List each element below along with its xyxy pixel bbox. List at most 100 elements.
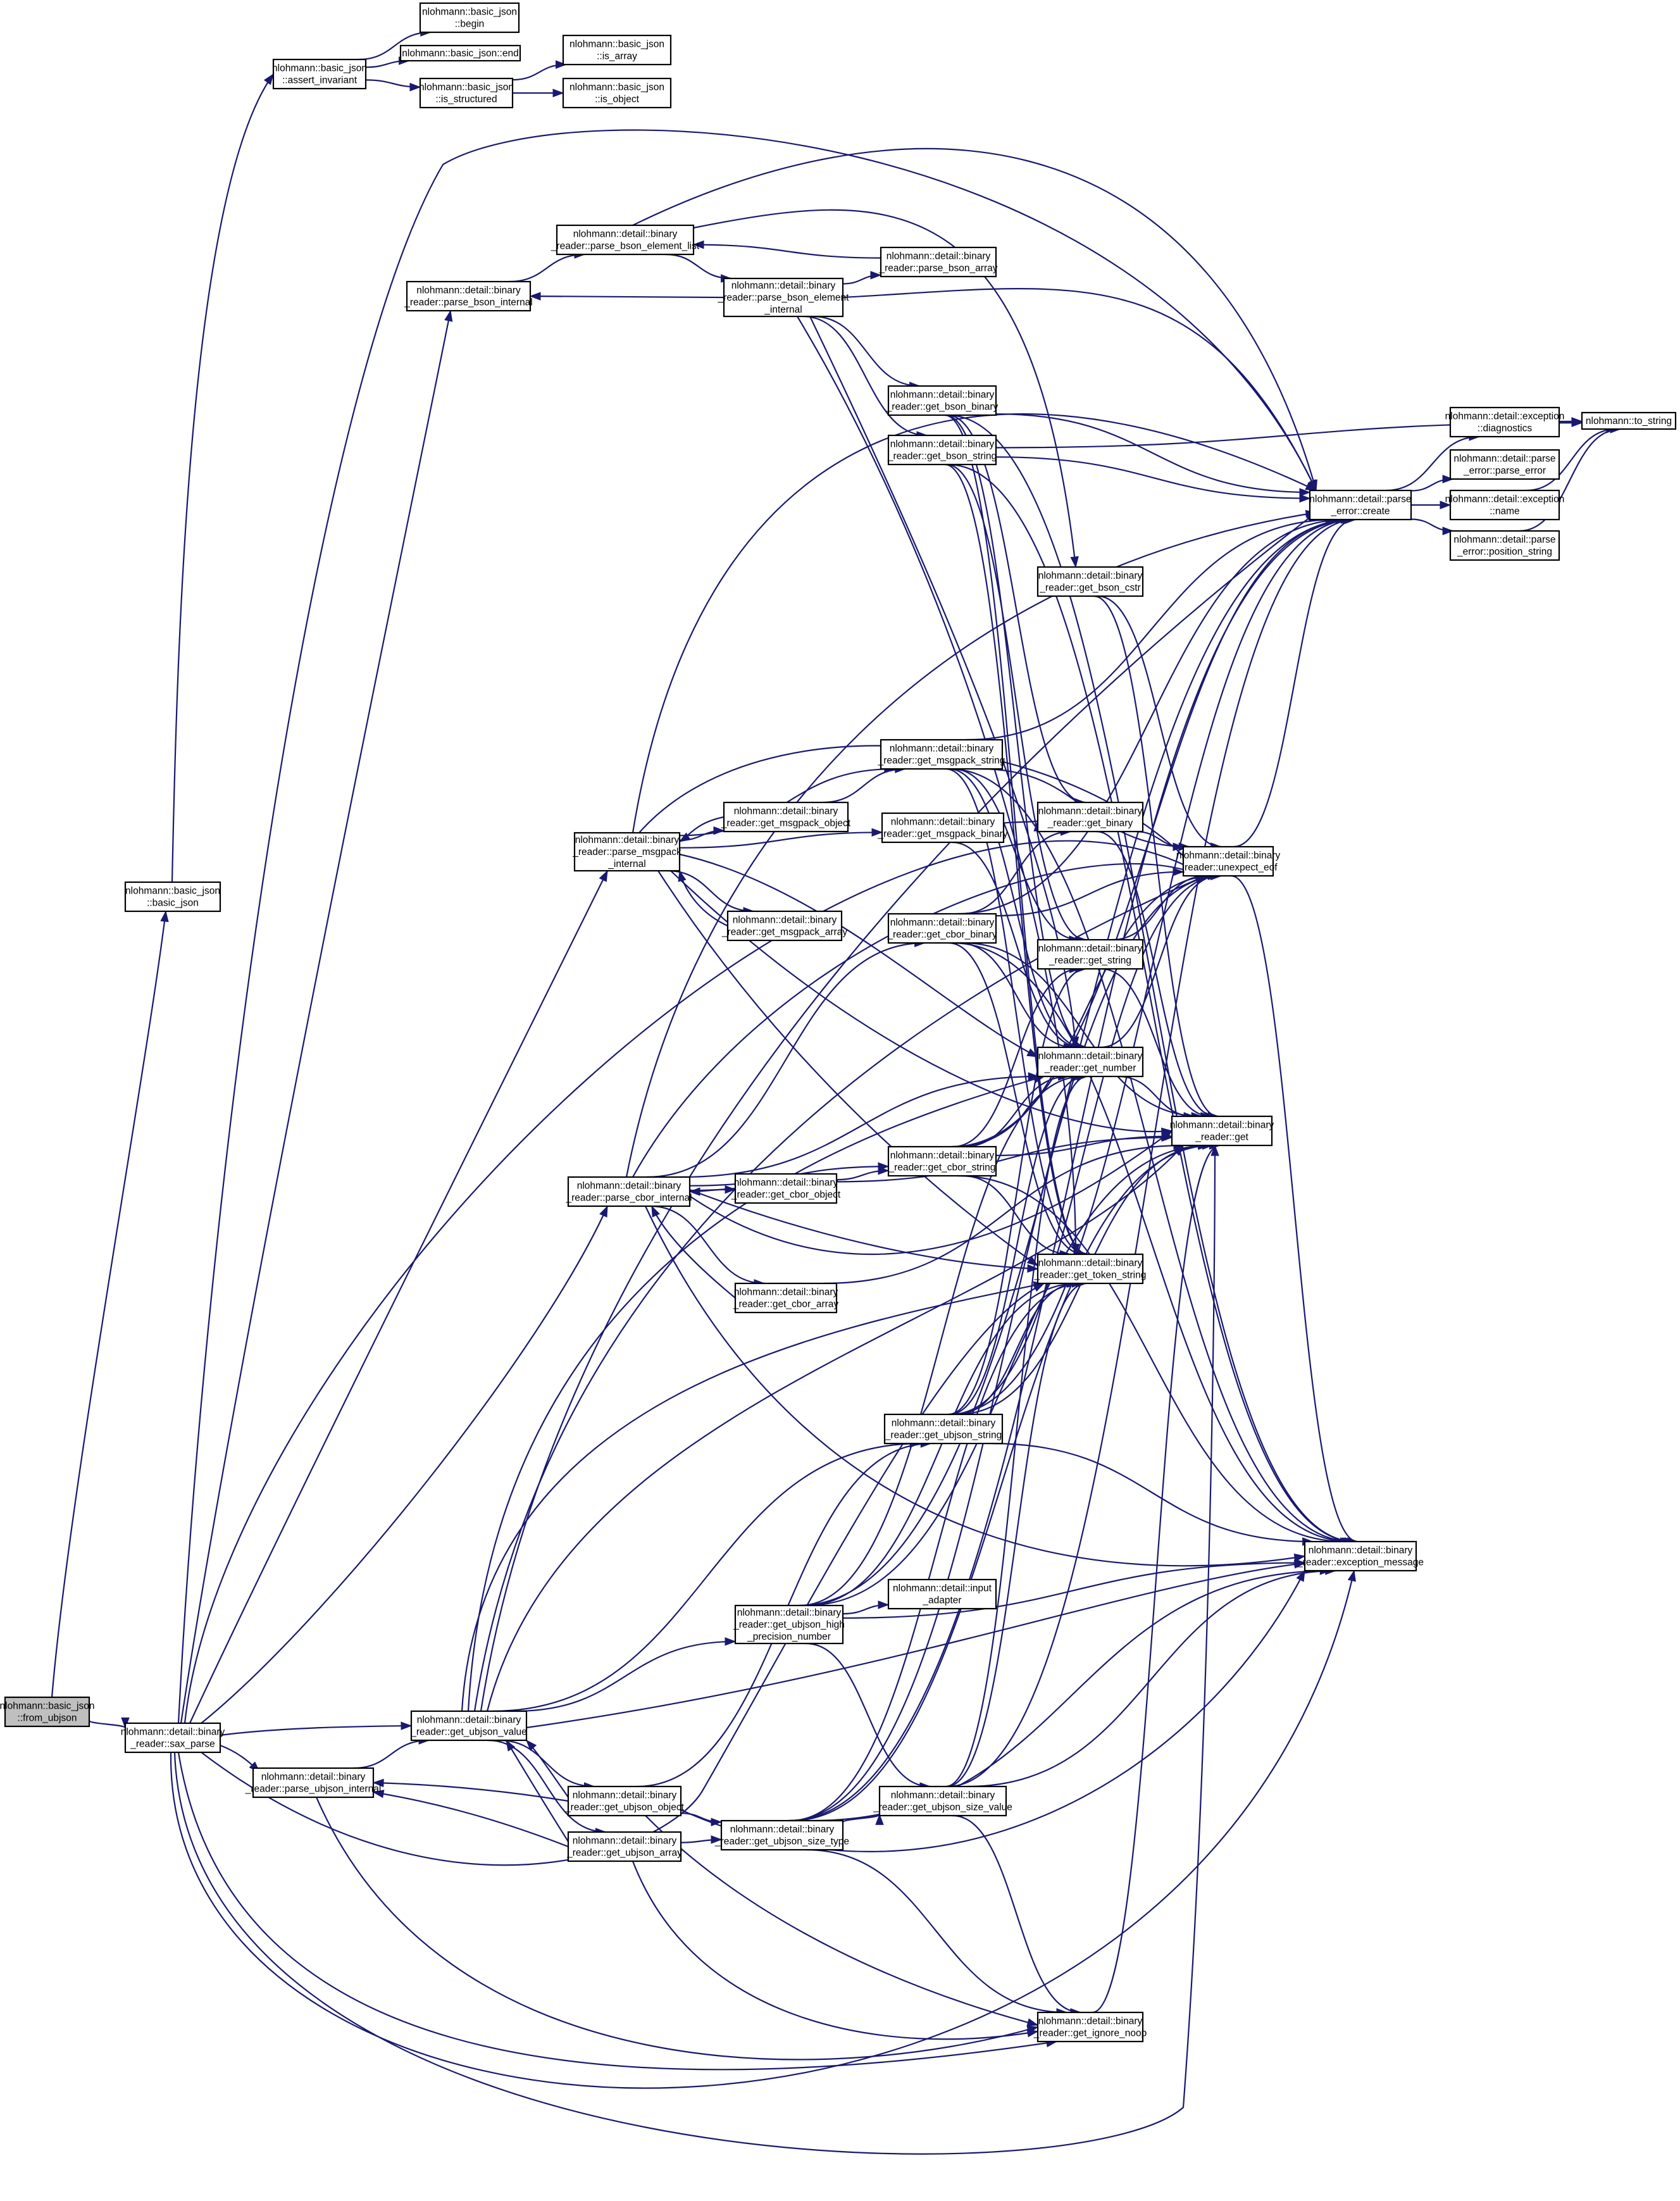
node-label-line: nlohmann::detail::binary: [731, 280, 836, 291]
node-get-msgpack-object[interactable]: nlohmann::detail::binary_reader::get_msg…: [721, 801, 851, 833]
arrowhead-icon: [1026, 2018, 1039, 2027]
edge-get_bson_string-to-parse_error_create: [995, 456, 1311, 503]
node-is-array[interactable]: nlohmann::basic_json::is_array: [562, 34, 672, 66]
node-get-ignore-noop[interactable]: nlohmann::detail::binary_reader::get_ign…: [1033, 2011, 1147, 2043]
node-get-cbor-string[interactable]: nlohmann::detail::binary_reader::get_cbo…: [887, 1145, 997, 1177]
node-from-ubjson[interactable]: nlohmann::basic_json::from_ubjson: [0, 1696, 94, 1728]
node-parse-ubjson-internal[interactable]: nlohmann::detail::binary_reader::parse_u…: [245, 1767, 382, 1799]
node-parse-bson-element-internal[interactable]: nlohmann::detail::binary_reader::parse_b…: [718, 277, 849, 318]
edge-line: [645, 1206, 1305, 1567]
edge-get_cbor_binary-to-exception_message: [952, 942, 1352, 1546]
node-label-line: _reader::get_ubjson_array: [566, 1848, 682, 1859]
edge-line: [962, 942, 1202, 1118]
node-exception-message[interactable]: nlohmann::detail::binary_reader::excepti…: [1297, 1540, 1424, 1572]
edge-parse_ubjson_internal-to-get_ubjson_value: [352, 1736, 430, 1769]
node-label-line: _reader::get_ignore_noop: [1033, 2028, 1147, 2039]
node-box: [723, 801, 849, 833]
edge-line: [201, 1283, 1045, 1866]
node-label-line: _reader::get_ubjson_value: [410, 1727, 527, 1738]
node-parse-error-create[interactable]: nlohmann::detail::parse_error::create: [1309, 489, 1412, 521]
node-label-line: nlohmann::detail::parse: [1453, 454, 1555, 465]
edge-line: [680, 1075, 1039, 1178]
node-get-ubjson-size-type[interactable]: nlohmann::detail::binary_reader::get_ubj…: [714, 1819, 849, 1851]
node-label-line: nlohmann::detail::binary: [1038, 806, 1143, 817]
edge-line: [373, 1781, 569, 1802]
edge-sax_parse-to-exception_message: [170, 1569, 1356, 2089]
edge-line: [950, 518, 1354, 1416]
edge-line: [51, 911, 167, 1698]
node-get-msgpack-string[interactable]: nlohmann::detail::binary_reader::get_msg…: [878, 739, 1005, 770]
node-get-number[interactable]: nlohmann::detail::binary_reader::get_num…: [1036, 1046, 1144, 1078]
node-unexpect-eof[interactable]: nlohmann::detail::binary_reader::unexpec…: [1176, 845, 1281, 877]
node-get-cbor-binary[interactable]: nlohmann::detail::binary_reader::get_cbo…: [887, 913, 997, 944]
node-get-bson-string[interactable]: nlohmann::detail::binary_reader::get_bso…: [887, 434, 997, 466]
node-is-structured[interactable]: nlohmann::basic_json::is_structured: [419, 77, 514, 109]
node-get-cbor-array[interactable]: nlohmann::detail::binary_reader::get_cbo…: [733, 1282, 839, 1314]
node-get-bson-binary[interactable]: nlohmann::detail::binary_reader::get_bso…: [886, 385, 999, 416]
edge-get_ubjson_size_type-to-parse_error_create: [788, 515, 1355, 1822]
node-box: [410, 1710, 528, 1742]
node-get-ubjson-size-value[interactable]: nlohmann::detail::binary_reader::get_ubj…: [873, 1785, 1012, 1817]
node-assert-invariant[interactable]: nlohmann::basic_json::assert_invariant: [272, 58, 367, 90]
edge-get_cbor_array-to-parse_cbor_internal: [650, 1205, 736, 1299]
node-get-ubjson-array[interactable]: nlohmann::detail::binary_reader::get_ubj…: [566, 1831, 682, 1862]
node-box: [1449, 530, 1560, 561]
node-box: [573, 832, 681, 872]
node-get-binary[interactable]: nlohmann::detail::binary_reader::get_bin…: [1036, 801, 1144, 833]
edge-get_ubjson_value-to-get_ubjson_string: [492, 1439, 921, 1712]
node-exception-name[interactable]: nlohmann::detail::exception::name: [1445, 489, 1565, 521]
node-end[interactable]: nlohmann::basic_json::end: [399, 44, 521, 62]
edge-line: [946, 463, 1086, 941]
node-get-ubjson-value[interactable]: nlohmann::detail::binary_reader::get_ubj…: [410, 1710, 528, 1742]
node-get-ubjson-high-precision-number[interactable]: nlohmann::detail::binary_reader::get_ubj…: [733, 1604, 845, 1645]
node-parse-bson-internal[interactable]: nlohmann::detail::binary_reader::parse_b…: [404, 280, 533, 312]
node-get-ubjson-object[interactable]: nlohmann::detail::binary_reader::get_ubj…: [564, 1785, 685, 1817]
node-parse-bson-element-list[interactable]: nlohmann::detail::binary_reader::parse_b…: [551, 224, 700, 256]
edge-line: [806, 1144, 1209, 1607]
node-get-cbor-object[interactable]: nlohmann::detail::binary_reader::get_cbo…: [731, 1173, 841, 1204]
node-sax-parse[interactable]: nlohmann::detail::binary_reader::sax_par…: [121, 1722, 225, 1754]
node-get-msgpack-binary[interactable]: nlohmann::detail::binary_reader::get_msg…: [877, 812, 1008, 844]
node-get[interactable]: nlohmann::detail::binary_reader::get: [1170, 1115, 1274, 1147]
node-basic-json[interactable]: nlohmann::basic_json::basic_json: [124, 881, 221, 913]
node-parse-msgpack-internal[interactable]: nlohmann::detail::binary_reader::parse_m…: [572, 832, 681, 872]
node-to-string[interactable]: nlohmann::to_string: [1581, 411, 1677, 430]
call-graph-nodes: nlohmann::basic_json::from_ubjsonnlohman…: [0, 2, 1677, 2043]
edge-get_ubjson_value-to-exception_message: [526, 1560, 1306, 1729]
node-get-string[interactable]: nlohmann::detail::binary_reader::get_str…: [1036, 938, 1144, 970]
edge-get_ubjson_value-to-get_token_string: [461, 1281, 1045, 1712]
node-parse-bson-array[interactable]: nlohmann::detail::binary_reader::parse_b…: [879, 246, 998, 278]
arrowhead-icon: [1299, 488, 1311, 497]
edge-line: [499, 1739, 595, 1788]
node-input-adapter[interactable]: nlohmann::detail::input_adapter: [887, 1578, 997, 1610]
node-label-line: nlohmann::detail::binary: [416, 285, 521, 296]
node-label-line: _reader::parse_cbor_internal: [565, 1193, 692, 1204]
node-parse-cbor-internal[interactable]: nlohmann::detail::binary_reader::parse_c…: [565, 1176, 692, 1207]
node-exception-diagnostics[interactable]: nlohmann::detail::exception::diagnostics: [1445, 406, 1565, 438]
arrowhead-icon: [878, 1600, 890, 1609]
edge-get_cbor_binary-to-get_token_string: [948, 942, 1085, 1259]
node-get-bson-cstr[interactable]: nlohmann::detail::binary_reader::get_bso…: [1036, 566, 1144, 597]
edge-get_msgpack_object-to-parse_msgpack_internal: [678, 816, 725, 842]
edge-parse_error_create-to-parse_error_parse_error: [1410, 475, 1454, 492]
node-box: [887, 913, 997, 944]
edge-line: [632, 1861, 1038, 2040]
node-get-ubjson-string[interactable]: nlohmann::detail::binary_reader::get_ubj…: [883, 1413, 1004, 1445]
node-box: [878, 1785, 1007, 1817]
node-label-line: _reader::get_cbor_binary: [887, 930, 997, 940]
node-parse-error-parse-error[interactable]: nlohmann::detail::parse_error::parse_err…: [1449, 449, 1560, 480]
node-box: [726, 910, 843, 942]
node-begin[interactable]: nlohmann::basic_json::begin: [419, 2, 520, 34]
edge-sax_parse-to-parse_bson_internal: [180, 309, 453, 1724]
node-label-line: _internal: [764, 304, 802, 315]
node-position-string[interactable]: nlohmann::detail::parse_error::position_…: [1449, 530, 1560, 561]
edge-parse_bson_element_list-to-get_bson_cstr: [693, 209, 1079, 568]
edge-line: [467, 1075, 1045, 1712]
node-box: [1182, 845, 1274, 877]
node-get-token-string[interactable]: nlohmann::detail::binary_reader::get_tok…: [1034, 1253, 1147, 1285]
node-get-msgpack-array[interactable]: nlohmann::detail::binary_reader::get_msg…: [721, 910, 847, 942]
edge-line: [358, 31, 431, 61]
node-is-object[interactable]: nlohmann::basic_json::is_object: [562, 77, 672, 109]
node-label-line: _adapter: [922, 1595, 961, 1606]
